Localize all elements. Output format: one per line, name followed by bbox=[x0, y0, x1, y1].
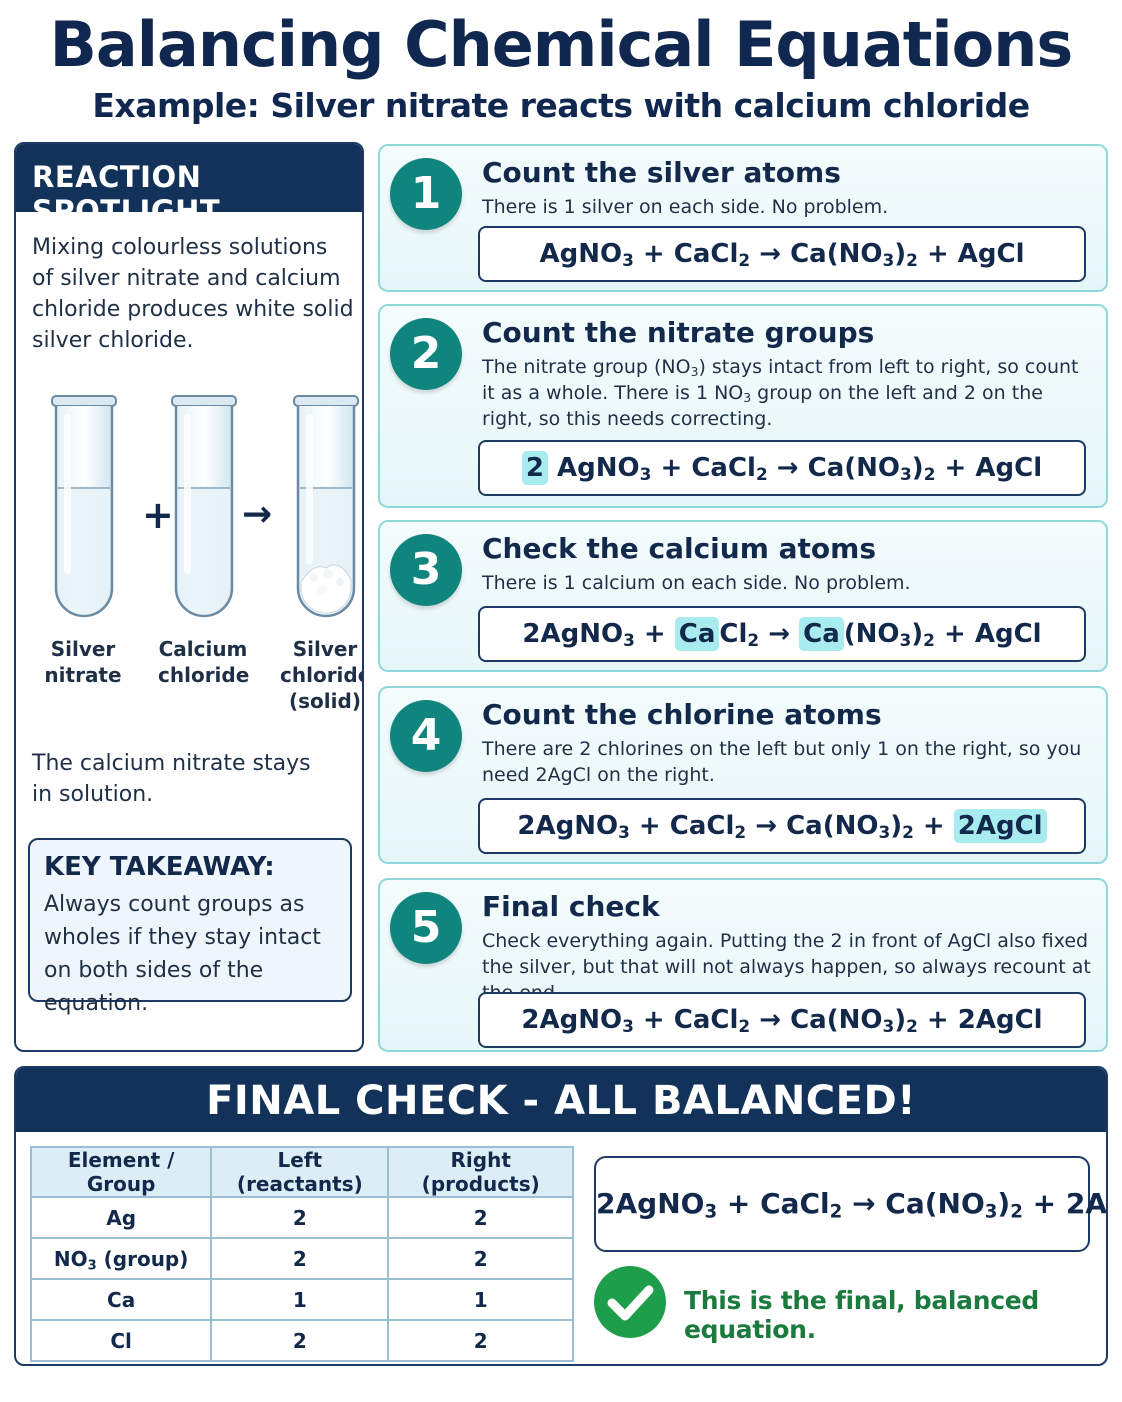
step-5-card: 5 Final check Check everything again. Pu… bbox=[378, 878, 1108, 1052]
highlight-calcium: Ca bbox=[799, 617, 844, 651]
element-cell: Ca bbox=[29, 1278, 213, 1321]
step-number: 3 bbox=[390, 534, 462, 606]
step-title: Check the calcium atoms bbox=[482, 532, 876, 565]
table-row: Cl 2 2 bbox=[29, 1319, 574, 1362]
step-title: Count the silver atoms bbox=[482, 156, 841, 189]
step-equation: 2AgNO3 + CaCl2 → Ca(NO3)2 + 2AgCl bbox=[478, 798, 1086, 854]
highlight-calcium: Ca bbox=[674, 617, 720, 651]
step-equation: AgNO3 + CaCl2 → Ca(NO3)2 + AgCl bbox=[478, 226, 1086, 282]
right-count-cell: 2 bbox=[387, 1319, 574, 1362]
silver-nitrate-tube bbox=[51, 395, 117, 618]
balanced-confirmation-text: This is the final, balanced equation. bbox=[684, 1286, 1040, 1344]
test-tubes-icon: + → bbox=[51, 395, 359, 618]
highlight-agcl: 2AgCl bbox=[953, 809, 1047, 843]
element-cell: Ag bbox=[29, 1196, 213, 1239]
element-cell: Cl bbox=[29, 1319, 213, 1362]
step-title: Final check bbox=[482, 890, 660, 923]
takeaway-text: Always count groups as wholes if they st… bbox=[44, 892, 321, 1016]
final-check-panel: FINAL CHECK - ALL BALANCED! Element / Gr… bbox=[14, 1066, 1108, 1366]
page-subtitle: Example: Silver nitrate reacts with calc… bbox=[92, 86, 1030, 125]
step-description: Check everything again. Putting the 2 in… bbox=[482, 930, 1091, 1004]
step-title: Count the nitrate groups bbox=[482, 316, 875, 349]
step-4-card: 4 Count the chlorine atoms There are 2 c… bbox=[378, 686, 1108, 864]
spotlight-description: Mixing colourless solutions of silver ni… bbox=[32, 235, 354, 353]
step-number: 5 bbox=[390, 892, 462, 964]
key-takeaway-box: KEY TAKEAWAY: Always count groups as who… bbox=[28, 838, 352, 1016]
step-2-card: 2 Count the nitrate groups The nitrate g… bbox=[378, 304, 1108, 508]
takeaway-title: KEY TAKEAWAY: bbox=[44, 852, 275, 882]
right-count-cell: 2 bbox=[387, 1196, 574, 1239]
step-description: There are 2 chlorines on the left but on… bbox=[482, 738, 1082, 786]
table-row: Ag 2 2 bbox=[29, 1196, 574, 1239]
step-description: The nitrate group (NO3) stays intact fro… bbox=[482, 356, 1079, 430]
step-equation: 2AgNO3 + CaCl2 → Ca(NO3)2 + 2AgCl bbox=[478, 992, 1086, 1048]
plus-symbol: + bbox=[142, 493, 174, 537]
table-row: Ca 1 1 bbox=[29, 1278, 574, 1321]
arrow-symbol: → bbox=[242, 494, 272, 535]
step-description: There is 1 silver on each side. No probl… bbox=[482, 196, 889, 218]
atom-count-table: Element / Group Left (reactants) Right (… bbox=[29, 1146, 574, 1362]
step-equation: 2 AgNO3 + CaCl2 → Ca(NO3)2 + AgCl bbox=[478, 440, 1086, 496]
step-number: 2 bbox=[390, 318, 462, 390]
spotlight-header: REACTION SPOTLIGHT bbox=[16, 144, 362, 228]
calcium-chloride-tube bbox=[171, 395, 237, 618]
step-number: 4 bbox=[390, 700, 462, 772]
left-count-cell: 2 bbox=[210, 1319, 390, 1362]
step-description: There is 1 calcium on each side. No prob… bbox=[482, 572, 911, 594]
final-balanced-equation: 2AgNO3 + CaCl2 → Ca(NO3)2 + 2AgCl bbox=[594, 1156, 1106, 1252]
reaction-spotlight-panel: REACTION SPOTLIGHT Mixing colourless sol… bbox=[14, 142, 364, 1052]
silver-chloride-tube bbox=[293, 395, 359, 618]
element-cell: NO3 (group) bbox=[29, 1237, 213, 1280]
column-header: Left (reactants) bbox=[210, 1146, 390, 1198]
step-3-card: 3 Check the calcium atoms There is 1 cal… bbox=[378, 520, 1108, 672]
right-count-cell: 2 bbox=[387, 1237, 574, 1280]
page-title: Balancing Chemical Equations bbox=[49, 8, 1074, 81]
final-check-header: FINAL CHECK - ALL BALANCED! bbox=[16, 1068, 1106, 1132]
spotlight-note: The calcium nitrate stays in solution. bbox=[32, 751, 311, 807]
step-1-card: 1 Count the silver atoms There is 1 silv… bbox=[378, 144, 1108, 292]
column-header: Element / Group bbox=[29, 1146, 213, 1198]
highlight-coefficient: 2 bbox=[521, 451, 548, 485]
checkmark-circle-icon bbox=[594, 1266, 666, 1338]
left-count-cell: 2 bbox=[210, 1237, 390, 1280]
table-header-row: Element / Group Left (reactants) Right (… bbox=[29, 1146, 574, 1198]
table-row: NO3 (group) 2 2 bbox=[29, 1237, 574, 1280]
right-count-cell: 1 bbox=[387, 1278, 574, 1321]
step-title: Count the chlorine atoms bbox=[482, 698, 882, 731]
left-count-cell: 1 bbox=[210, 1278, 390, 1321]
left-count-cell: 2 bbox=[210, 1196, 390, 1239]
step-number: 1 bbox=[390, 158, 462, 230]
column-header: Right (products) bbox=[387, 1146, 574, 1198]
